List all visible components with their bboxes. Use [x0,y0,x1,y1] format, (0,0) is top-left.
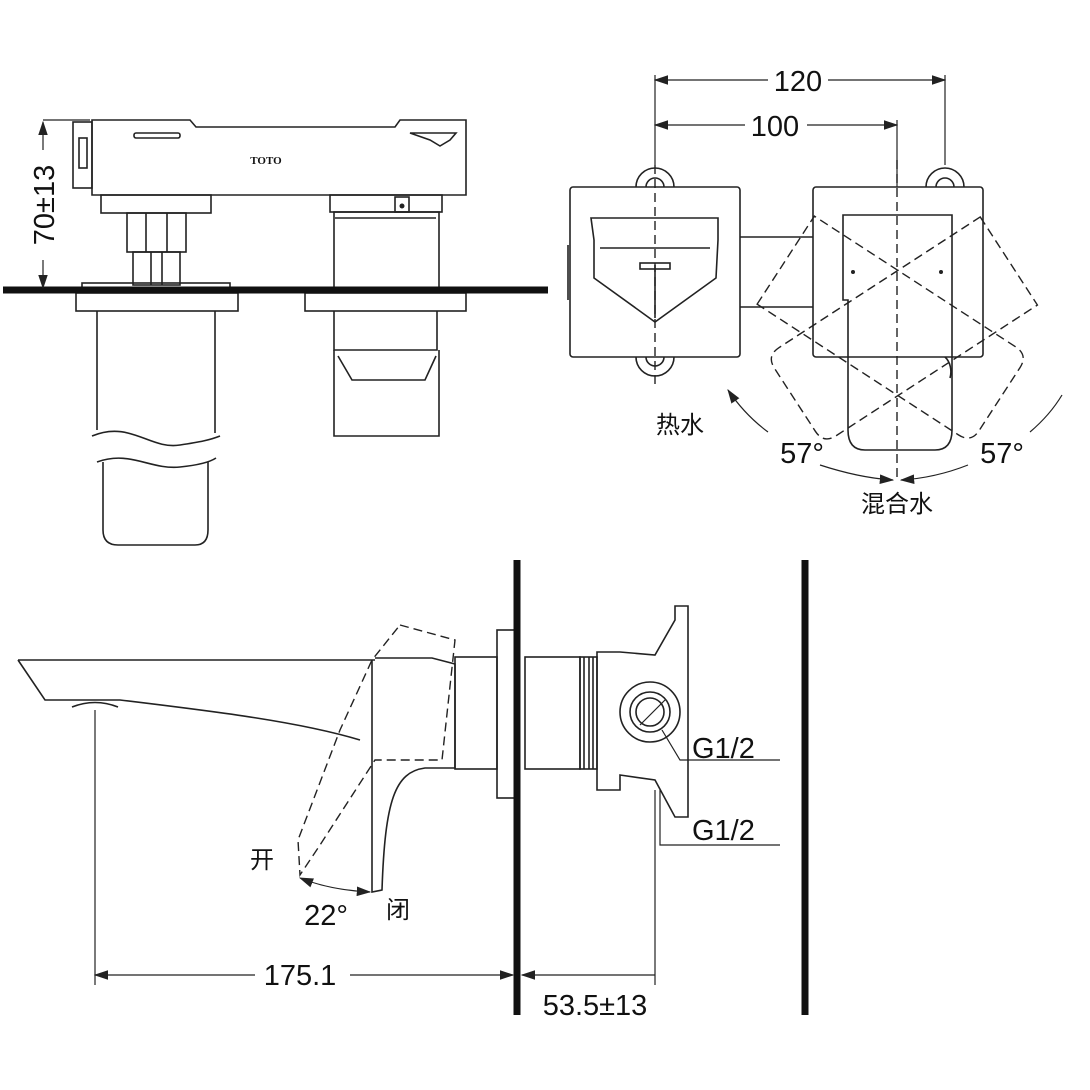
mixed-water-label: 混合水 [861,490,933,518]
spout-reach-label: 175.1 [264,960,337,992]
lever [371,657,456,893]
open-label: 开 [250,846,274,874]
hot-water-label: 热水 [656,411,704,439]
inlet-fitting [619,681,681,743]
dimension-120: 120 [774,66,822,98]
valve-body [596,605,689,818]
handle-angle-label: 22° [304,900,348,932]
dimension-100: 100 [751,111,799,143]
mounting-lugs [635,167,965,379]
height-dimension-label: 70±13 [29,165,61,245]
top-view: 120 100 热水 57° 57° 混合水 [567,62,1063,518]
thread-lower-label: G1/2 [692,815,755,847]
close-label: 闭 [386,896,410,924]
lever-handle [842,214,953,451]
thread-upper-label: G1/2 [692,733,755,765]
side-view: G1/2 G1/2 175.1 53.5±13 开 闭 22° [17,560,809,1022]
end-cap [72,121,93,189]
spout [17,659,375,741]
lever-hot-position [770,215,1039,440]
wall-depth-label: 53.5±13 [543,990,648,1022]
mixer-plate [812,186,984,358]
toto-logo: TOTO [250,155,282,167]
spout-body [91,119,467,196]
angle-right-label: 57° [980,438,1024,470]
angle-left-label: 57° [780,438,824,470]
lever-cold-position [756,215,1024,439]
front-view: TOTO 70±13 [3,119,548,546]
